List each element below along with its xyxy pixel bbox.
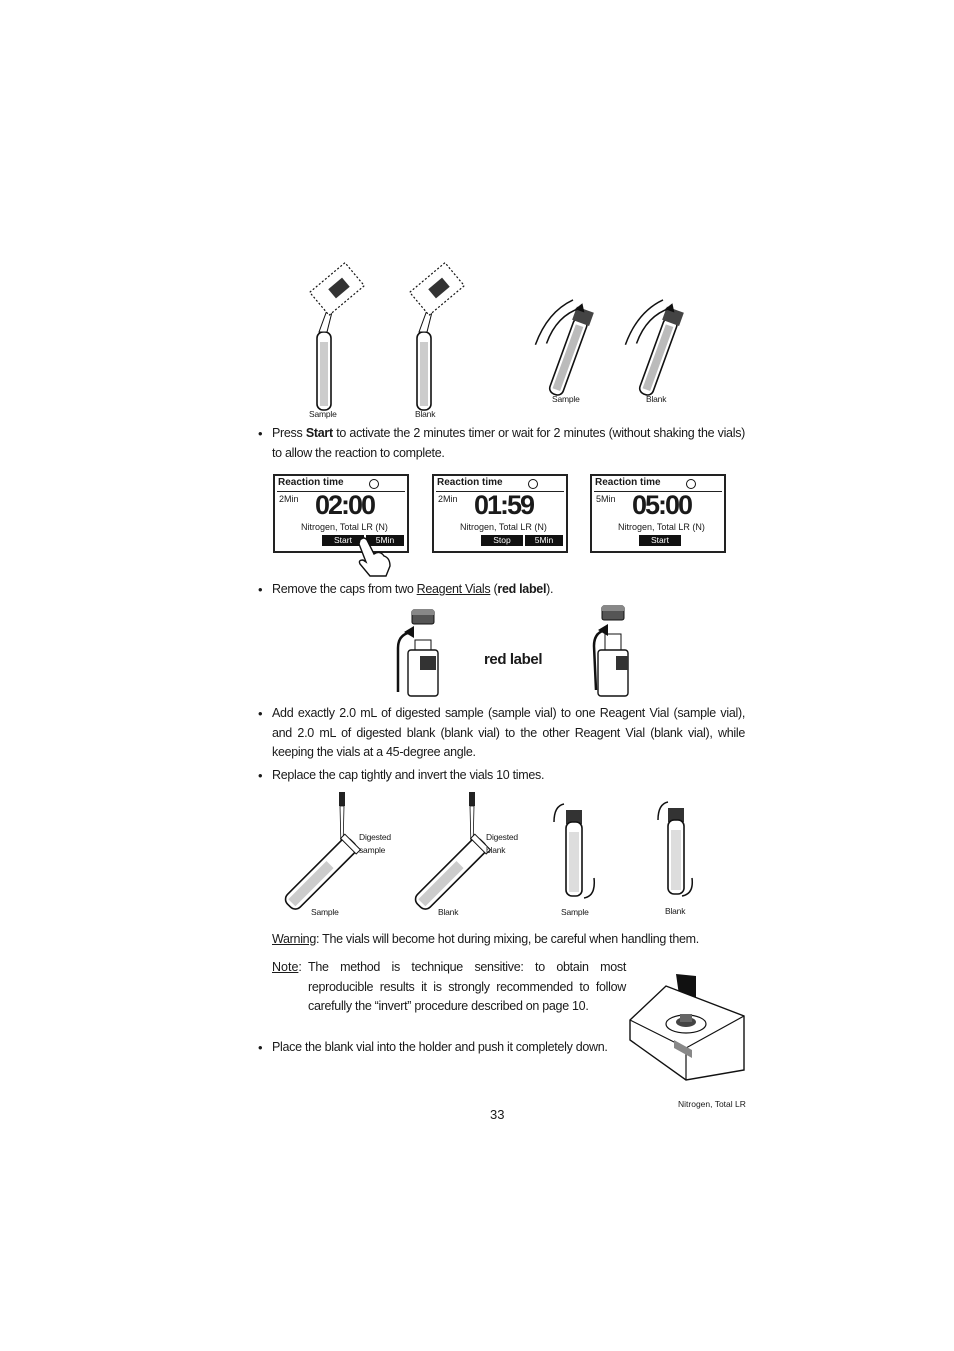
caption-sample-3: Sample xyxy=(311,907,339,917)
red-label-callout: red label xyxy=(484,651,543,668)
timer-icon xyxy=(369,479,379,489)
step-invert: Replace the cap tightly and invert the v… xyxy=(272,768,545,782)
screen-divider xyxy=(277,491,405,492)
5min-softkey[interactable]: 5Min xyxy=(525,535,563,546)
timer-screen-running: Reaction time 2Min 01:59 Nitrogen, Total… xyxy=(432,474,568,553)
parameter-name: Nitrogen, Total LR (N) xyxy=(618,522,705,532)
screen-title: Reaction time xyxy=(437,477,503,488)
reagent-vial-left xyxy=(396,609,439,697)
warning-text: Warning: The vials will become hot durin… xyxy=(272,932,699,946)
caption-digested-sample: Digested sample xyxy=(359,832,391,855)
timer-value: 02:00 xyxy=(315,490,376,520)
caption-blank-2: Blank xyxy=(646,394,667,404)
5min-softkey[interactable]: 5Min xyxy=(366,535,404,546)
section-footer: Nitrogen, Total LR xyxy=(678,1099,746,1109)
start-softkey[interactable]: Start xyxy=(322,535,364,546)
screen-divider xyxy=(436,491,564,492)
caption-sample-1: Sample xyxy=(309,409,337,419)
blank-vial-inverting xyxy=(657,801,694,897)
step-place-blank: Place the blank vial into the holder and… xyxy=(272,1040,608,1054)
start-softkey[interactable]: Start xyxy=(639,535,681,546)
screen-title: Reaction time xyxy=(595,477,661,488)
caption-sample-4: Sample xyxy=(561,907,589,917)
caption-blank-3: Blank xyxy=(438,907,459,917)
page-number: 33 xyxy=(490,1107,505,1122)
pipetting-and-inverting-illustration xyxy=(284,792,694,910)
bullet: • xyxy=(258,426,263,441)
caption-digested-blank: Digested blank xyxy=(486,832,518,855)
blank-vial-pipetting xyxy=(414,792,492,910)
caption-blank-1: Blank xyxy=(415,409,436,419)
instrument-cuvette-holder-illustration xyxy=(629,974,745,1081)
pressing-finger-icon xyxy=(358,537,391,577)
sample-vial-shaking xyxy=(534,299,594,396)
reagent-vials-link: Reagent Vials xyxy=(416,582,491,596)
timer-mode: 2Min xyxy=(438,494,458,504)
bullet: • xyxy=(258,768,263,783)
reagent-vial-right xyxy=(592,605,629,697)
timer-mode: 2Min xyxy=(279,494,299,504)
parameter-name: Nitrogen, Total LR (N) xyxy=(460,522,547,532)
timer-value: 05:00 xyxy=(632,490,693,520)
caption-sample-2: Sample xyxy=(552,394,580,404)
reagent-vial-uncap-illustration xyxy=(396,605,629,697)
stop-softkey[interactable]: Stop xyxy=(481,535,523,546)
note-label: Note: xyxy=(272,960,302,974)
timer-screen-5min: Reaction time 5Min 05:00 Nitrogen, Total… xyxy=(590,474,726,553)
screen-divider xyxy=(594,491,722,492)
bullet: • xyxy=(258,582,263,597)
blank-vial-shaking xyxy=(624,299,684,396)
step-remove-caps: Remove the caps from two Reagent Vials (… xyxy=(272,582,554,596)
note-text: The method is technique sensitive: to ob… xyxy=(308,960,626,1013)
blank-vial-with-powder-packet xyxy=(408,262,466,411)
bullet: • xyxy=(258,1040,263,1055)
timer-icon xyxy=(686,479,696,489)
timer-icon xyxy=(528,479,538,489)
sample-vial-inverting xyxy=(553,803,596,899)
screen-title: Reaction time xyxy=(278,477,344,488)
start-key-name: Start xyxy=(305,426,333,440)
sample-vial-with-powder-packet xyxy=(308,262,366,411)
bullet: • xyxy=(258,706,263,721)
warning-label: Warning xyxy=(272,932,316,946)
parameter-name: Nitrogen, Total LR (N) xyxy=(301,522,388,532)
caption-blank-4: Blank xyxy=(665,906,686,916)
timer-mode: 5Min xyxy=(596,494,616,504)
sample-vial-pipetting xyxy=(284,792,362,910)
reagent-addition-illustration xyxy=(308,262,684,411)
step-press-start: Press Start to activate the 2 minutes ti… xyxy=(272,426,746,460)
timer-screen-start: Reaction time 2Min 02:00 Nitrogen, Total… xyxy=(273,474,409,553)
step-add-sample: Add exactly 2.0 mL of digested sample (s… xyxy=(272,706,745,759)
timer-value: 01:59 xyxy=(474,490,535,520)
